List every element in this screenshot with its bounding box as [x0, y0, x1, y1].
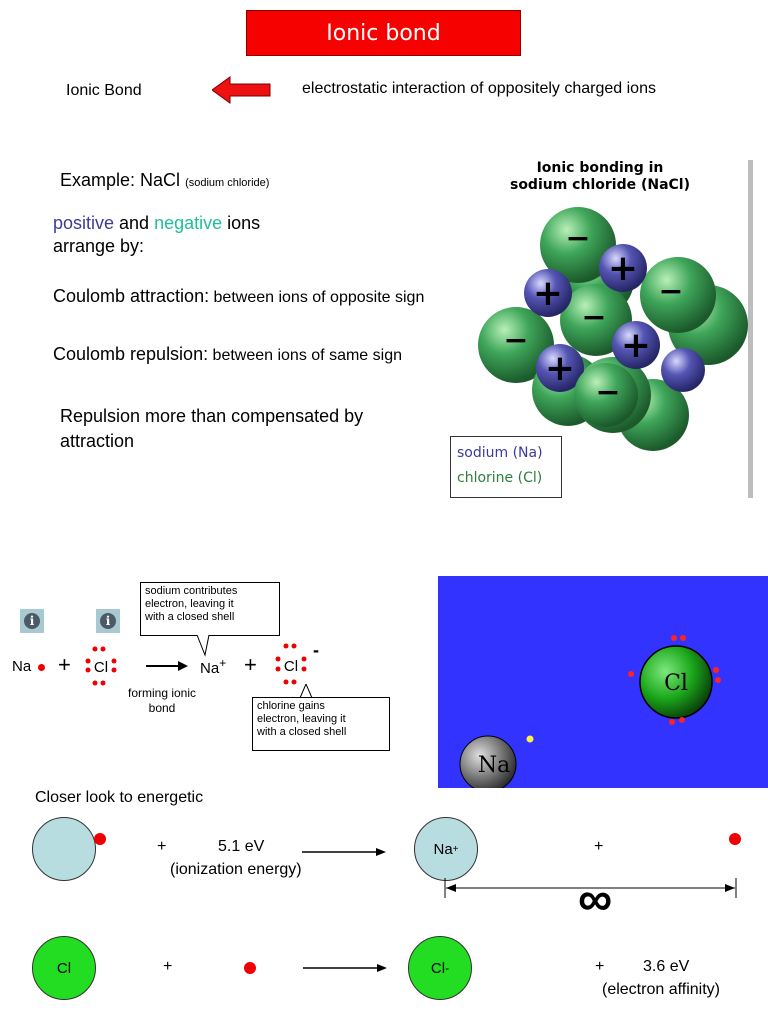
plus-sign: + [595, 958, 605, 975]
plus-sign: + [244, 652, 257, 677]
energetics-heading: Closer look to energetic [35, 789, 204, 806]
ion-arrangement: positive and negative ions arrange by: [53, 213, 261, 256]
forming-ionic-bond: forming ionic bond [127, 686, 197, 715]
chlorine-label: Cl [664, 671, 688, 696]
reactant-na: Na [12, 658, 32, 675]
info-icon[interactable]: i [20, 609, 44, 633]
plus-sign: + [545, 348, 575, 389]
free-electron [729, 833, 741, 845]
minus-sign: − [581, 300, 606, 335]
sodium-label: Na [478, 753, 510, 778]
page-title: Ionic bond [246, 10, 521, 56]
sodium-ion-atom: Na+ [414, 817, 478, 881]
plus-sign: + [58, 652, 71, 677]
infinity-symbol: ∞ [578, 873, 613, 926]
minus-sign: − [503, 323, 528, 358]
electron-dot [38, 664, 45, 671]
ionization-value: 5.1 eV [218, 838, 265, 855]
minus-sign: − [658, 274, 683, 309]
plus-sign: + [594, 838, 604, 855]
plus-sign: + [608, 248, 638, 289]
plus-sign: + [621, 325, 651, 366]
reaction-arrow [146, 661, 188, 671]
chlorine-atom: Cl [32, 936, 96, 1000]
affinity-value: 3.6 eV [643, 958, 690, 975]
term-ionic-bond: Ionic Bond [66, 82, 142, 99]
callout-sodium: sodium contributes electron, leaving it … [140, 582, 280, 636]
reaction-arrow [303, 964, 387, 972]
ion-animation: Cl Na [459, 635, 721, 788]
chlorine-lewis-dot: Cl [85, 646, 117, 686]
affinity-label: (electron affinity) [602, 981, 720, 998]
crystal-legend: sodium (Na) chlorine (Cl) [450, 436, 562, 498]
coulomb-attraction: Coulomb attraction: between ions of oppo… [53, 286, 425, 306]
sodium-atom [32, 817, 96, 881]
ionization-label: (ionization energy) [170, 861, 302, 878]
scroll-divider [748, 160, 753, 498]
svg-text:Cl: Cl [284, 658, 298, 675]
electron-dot [244, 962, 256, 974]
sodium-ion: Na+ [200, 656, 227, 677]
example-line: Example: NaCl (sodium chloride) [60, 170, 270, 190]
electron-dot [94, 833, 106, 845]
minus-sign: − [565, 221, 590, 256]
chloride-ion-atom: Cl- [408, 936, 472, 1000]
distance-marker [444, 878, 737, 898]
plus-sign: + [163, 958, 173, 975]
minus-sign: − [595, 375, 620, 410]
repulsion-note: Repulsion more than compensated by attra… [60, 406, 364, 451]
nacl-crystal-illustration: − − − − − + + + + [478, 207, 748, 451]
svg-text:-: - [313, 640, 319, 660]
plus-sign: + [157, 838, 167, 855]
callout-chlorine: chlorine gains electron, leaving it with… [252, 697, 390, 751]
svg-text:Cl: Cl [94, 659, 108, 676]
crystal-title: Ionic bonding in sodium chloride (NaCl) [509, 160, 690, 193]
definition-text: electrostatic interaction of oppositely … [302, 80, 656, 97]
callout-pointer [196, 635, 210, 657]
chloride-ion-lewis-dot: Cl - [275, 640, 319, 685]
left-arrow-icon [212, 76, 271, 104]
reaction-arrow [302, 848, 386, 856]
callout-pointer [299, 684, 313, 698]
info-icon[interactable]: i [96, 609, 120, 633]
plus-sign: + [533, 273, 563, 314]
coulomb-repulsion: Coulomb repulsion: between ions of same … [53, 344, 402, 364]
